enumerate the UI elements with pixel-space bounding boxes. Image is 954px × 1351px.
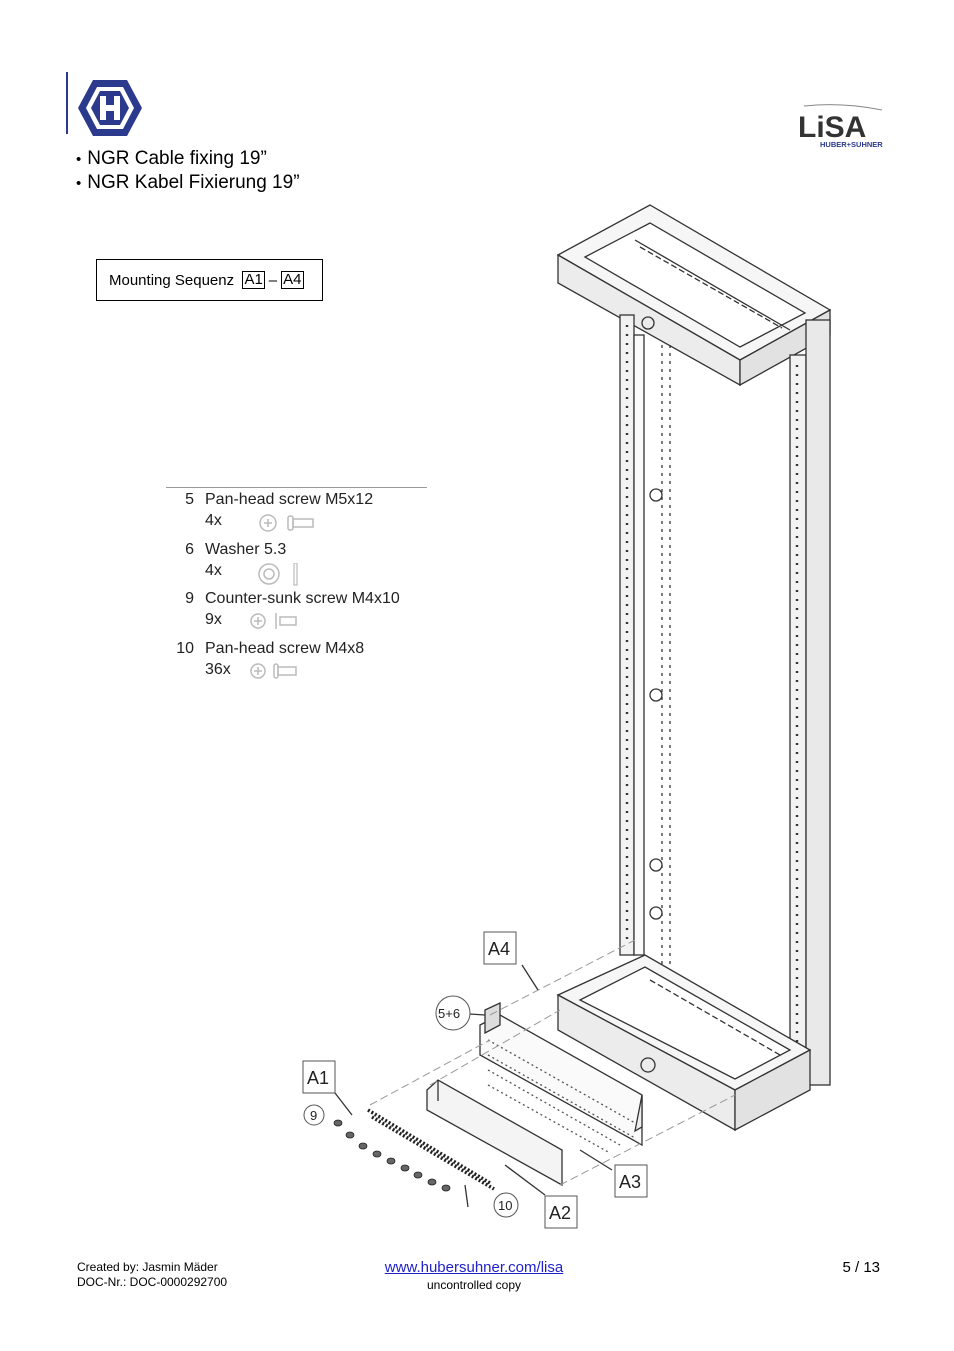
- lisa-logo-word: LiSA: [798, 111, 866, 144]
- part-number: 10: [176, 640, 194, 657]
- parts-list-divider: [166, 487, 427, 488]
- mounting-sequence-box: Mounting Sequenz A1 – A4: [96, 259, 323, 301]
- part-number: 9: [185, 590, 194, 607]
- pan-head-screw-icon: [250, 663, 297, 679]
- sequence-dash: –: [268, 271, 278, 289]
- part-number: 5: [185, 491, 194, 508]
- bullet-english: NGR Cable fixing 19”: [76, 147, 300, 171]
- part-qty: 9x: [205, 611, 222, 628]
- callout-a2-box: [544, 1195, 578, 1229]
- sequence-to: A4: [281, 271, 304, 289]
- callout-10: 10: [498, 1198, 512, 1213]
- part-name: Washer 5.3: [205, 541, 287, 558]
- pan-head-screw-icon: [259, 514, 314, 532]
- website-link[interactable]: www.hubersuhner.com/lisa: [384, 1259, 564, 1276]
- callout-a1: A1: [307, 1068, 329, 1088]
- callout-a3: A3: [619, 1172, 641, 1192]
- lisa-logo-icon: LiSA HUBER+SUHNER: [798, 104, 883, 149]
- part-qty: 4x: [205, 512, 222, 529]
- footer-left: Created by: Jasmin Mäder DOC-Nr.: DOC-00…: [77, 1260, 227, 1290]
- callout-9: 9: [310, 1108, 317, 1123]
- rack-assembly-drawing: A4 A1 A3 A2 5+6 9 10: [302, 204, 832, 1229]
- part-name: Pan-head screw M4x8: [205, 640, 365, 657]
- logo-divider: [66, 72, 68, 134]
- callout-a3-box: [614, 1164, 648, 1198]
- sequence-label: Mounting Sequenz: [109, 271, 235, 289]
- part-number: 6: [185, 541, 194, 558]
- part-name: Pan-head screw M5x12: [205, 491, 374, 508]
- footer-center: www.hubersuhner.com/lisa uncontrolled co…: [354, 1259, 594, 1292]
- part-qty: 4x: [205, 562, 222, 579]
- callout-10-circle: [493, 1192, 519, 1218]
- huber-suhner-logo-icon: [78, 80, 142, 136]
- part-name: Counter-sunk screw M4x10: [205, 590, 400, 607]
- bullet-german: NGR Kabel Fixierung 19”: [76, 171, 299, 195]
- footer-created-by: Created by: Jasmin Mäder: [77, 1260, 218, 1274]
- countersunk-screw-icon: [250, 613, 297, 629]
- callout-a4-box: [483, 931, 517, 965]
- callout-9-circle: [303, 1104, 325, 1126]
- callout-a2: A2: [549, 1203, 571, 1223]
- callout-56-circle: [435, 995, 471, 1031]
- footer-doc-nr: DOC-Nr.: DOC-0000292700: [77, 1275, 228, 1289]
- lisa-logo-sub: HUBER+SUHNER: [820, 140, 883, 149]
- page-number: 5 / 13: [842, 1259, 880, 1276]
- callout-56: 5+6: [438, 1006, 460, 1021]
- part-qty: 36x: [205, 661, 231, 678]
- title-bullets: NGR Cable fixing 19” NGR Kabel Fixierung…: [76, 147, 300, 195]
- callout-a4: A4: [488, 939, 510, 959]
- uncontrolled-copy-note: uncontrolled copy: [426, 1278, 522, 1292]
- callout-a1-box: [302, 1060, 336, 1094]
- washer-icon: [258, 563, 298, 586]
- sequence-from: A1: [242, 271, 265, 289]
